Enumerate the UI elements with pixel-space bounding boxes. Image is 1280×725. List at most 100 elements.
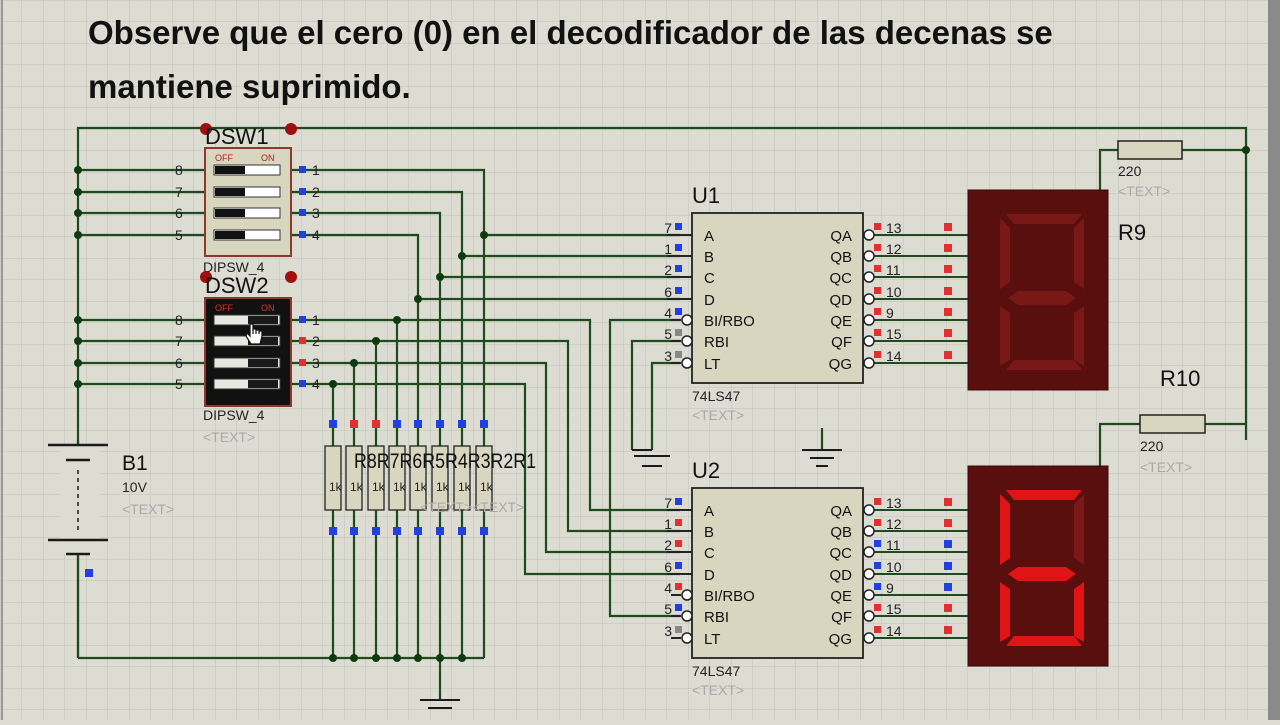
dsw2-off-label: OFF <box>215 303 233 313</box>
display-pin-state <box>944 308 952 316</box>
caption-line-2: mantiene suprimido. <box>88 68 411 105</box>
dsw-pin-state <box>299 359 306 366</box>
display-pin-state <box>944 562 952 570</box>
segment-d <box>1006 636 1082 646</box>
resistor-body[interactable] <box>475 445 493 511</box>
display-pin-state <box>944 583 952 591</box>
chip-pin-name: RBI <box>704 609 729 626</box>
switch-lever[interactable] <box>215 188 245 196</box>
resistor-pin-state <box>480 420 488 428</box>
chip-pin-number: 1 <box>664 241 672 257</box>
chip-pin-state <box>874 626 881 633</box>
chip-pin-state <box>675 498 682 505</box>
switch-lever[interactable] <box>248 380 278 388</box>
resistor-pin-state <box>393 527 401 535</box>
switch-lever[interactable] <box>248 359 278 367</box>
segment-b <box>1074 218 1084 289</box>
resistor-body[interactable] <box>367 445 385 511</box>
resistor-value: 1k <box>436 480 450 494</box>
dsw1-on-label: ON <box>261 153 275 163</box>
resistor-body[interactable] <box>409 445 427 511</box>
resistor-body[interactable] <box>388 445 406 511</box>
chip-pin-number: 4 <box>664 305 672 321</box>
switch-lever[interactable] <box>215 166 245 174</box>
display-pin-state <box>944 498 952 506</box>
chip-pin-name: QC <box>830 545 853 562</box>
chip-pin-bubble <box>863 589 875 601</box>
junction-dot <box>329 380 337 388</box>
display-pin-state <box>944 244 952 252</box>
junction-dot <box>414 654 422 662</box>
dip-switch-dsw2[interactable]: OFF ON DSW2 DIPSW_4 <TEXT> <box>200 271 297 445</box>
chip-pin-name: QD <box>830 292 853 309</box>
chip-pin-number: 12 <box>886 516 902 532</box>
chip-pin-number: 5 <box>664 601 672 617</box>
dsw2-corner-dot <box>285 271 297 283</box>
dsw-pin-state <box>299 231 306 238</box>
resistor-body[interactable] <box>431 445 449 511</box>
chip-pin-number: 15 <box>886 326 902 342</box>
dsw-pin-state <box>299 188 306 195</box>
dsw2-ref: DSW2 <box>205 273 269 298</box>
chip-pin-name: QE <box>830 588 852 605</box>
dsw-pin-state <box>299 166 306 173</box>
dsw2-text-placeholder: <TEXT> <box>203 429 255 445</box>
chip-pin-state <box>675 562 682 569</box>
chip-pin-number: 7 <box>664 220 672 236</box>
dsw-left-pin-number: 7 <box>175 184 183 200</box>
display-pin-state <box>944 287 952 295</box>
chip-pin-number: 2 <box>664 537 672 553</box>
chip-pin-bubble <box>863 525 875 537</box>
resistor-body[interactable] <box>345 445 363 511</box>
chip-pin-bubble <box>863 568 875 580</box>
switch-lever[interactable] <box>248 337 278 345</box>
dsw2-type: DIPSW_4 <box>203 407 265 423</box>
dsw-right-pin-number: 1 <box>312 162 320 178</box>
resistor-pin-state <box>329 420 337 428</box>
chip-pin-name: QG <box>829 356 852 373</box>
dip-switch-dsw1[interactable]: OFF ON DSW1 DIPSW_4 <box>200 123 297 275</box>
switch-lever[interactable] <box>215 209 245 217</box>
switch-slot <box>213 378 281 390</box>
u2-output-wires <box>874 498 968 639</box>
battery-b1[interactable]: B1 10V <TEXT> <box>48 440 174 658</box>
chip-pin-name: C <box>704 545 715 562</box>
caption-text: Observe que el cero (0) en el decodifica… <box>88 6 1238 114</box>
chip-pin-name: QF <box>831 609 852 626</box>
resistor-body[interactable] <box>453 445 471 511</box>
chip-pin-name: QA <box>830 503 852 520</box>
chip-pin-number: 5 <box>664 326 672 342</box>
switch-lever[interactable] <box>215 231 245 239</box>
chip-pin-name: QA <box>830 228 852 245</box>
switch-slot <box>213 357 281 369</box>
chip-pin-name: QB <box>830 524 852 541</box>
chip-pin-state <box>675 519 682 526</box>
resistor-r10[interactable]: R10 220 <TEXT> <box>1139 366 1206 475</box>
resistor-value: 1k <box>458 480 472 494</box>
dsw1-toggles <box>213 164 281 241</box>
chip-pin-name: QD <box>830 567 853 584</box>
segment-g <box>1008 291 1076 305</box>
switch-lever[interactable] <box>248 316 278 324</box>
chip-pin-number: 9 <box>886 305 894 321</box>
switch-slot <box>213 164 281 176</box>
resistor-bank-labels: R8R7R6R5R4R3R2R1 <box>354 450 536 473</box>
chip-pin-name: D <box>704 567 715 584</box>
ground-symbols <box>420 449 842 709</box>
chip-ref: U1 <box>692 183 720 208</box>
resistor-bank-text-placeholder: <TEXT><TEXT> <box>420 499 524 515</box>
dsw1-type: DIPSW_4 <box>203 259 265 275</box>
dsw-right-pin-number: 2 <box>312 333 320 349</box>
wire <box>292 233 420 658</box>
resistor-pin-state <box>458 420 466 428</box>
dsw-left-pin-number: 6 <box>175 205 183 221</box>
dsw-pin-state <box>299 380 306 387</box>
chip-pin-name: QF <box>831 334 852 351</box>
resistor-body[interactable] <box>324 445 342 511</box>
chip-pin-state <box>874 498 881 505</box>
resistor-r9[interactable]: 220 <TEXT> R9 <box>1117 140 1183 245</box>
chip-part: 74LS47 <box>692 663 740 679</box>
